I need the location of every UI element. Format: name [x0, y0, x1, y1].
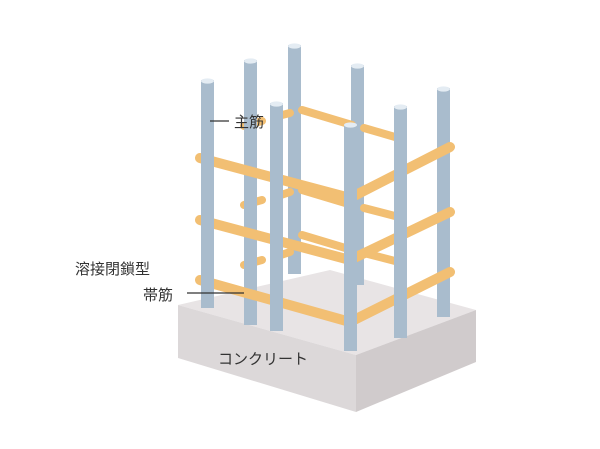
rebar-column [394, 106, 407, 338]
rebar-end-cap [244, 58, 257, 64]
rebar-column [270, 103, 283, 331]
rebar-column [201, 80, 214, 308]
rebar-column [244, 60, 257, 325]
rebar-column [288, 45, 301, 274]
hoop-label-line2: 帯筋 [143, 286, 173, 304]
rebar-end-cap [201, 78, 214, 84]
hoop-label-line1: 溶接閉鎖型 [75, 260, 150, 278]
hoop-loop-middle [195, 207, 455, 265]
hoop-loop-top [195, 142, 455, 203]
rebar-end-cap [344, 122, 357, 128]
front-rebars [201, 78, 407, 351]
concrete-label: コンクリート [218, 350, 308, 368]
main-bar-label: 主筋 [234, 113, 264, 131]
rebar-end-cap [270, 101, 283, 107]
rebar-column [344, 124, 357, 351]
rebar-end-cap [288, 43, 301, 49]
rebar-end-cap [394, 104, 407, 110]
rebar-end-cap [351, 63, 364, 69]
concrete-left-face [178, 305, 356, 412]
rebar-end-cap [437, 86, 450, 92]
concrete-right-face [356, 310, 476, 412]
